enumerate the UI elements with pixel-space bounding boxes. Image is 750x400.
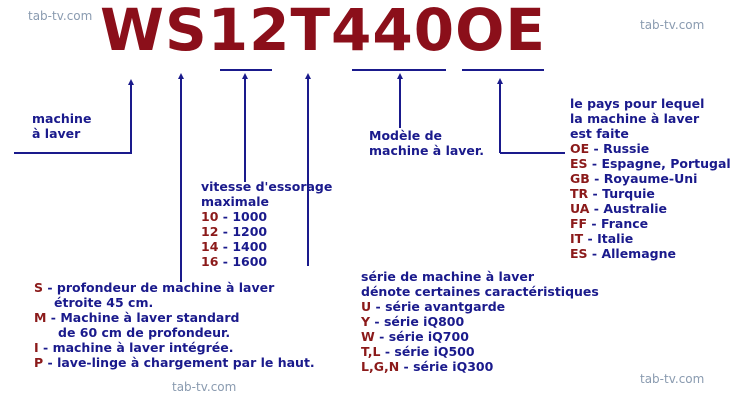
depth-item: I - machine à laver intégrée. (34, 340, 234, 355)
label-series: série de machine à laver dénote certaine… (361, 269, 599, 374)
watermark-top-right: tab-tv.com (640, 18, 705, 32)
speed-item: 14 - 1400 (201, 239, 268, 254)
country-item: FF - France (570, 216, 649, 231)
series-item: L,G,N - série iQ300 (361, 359, 494, 374)
watermark-bottom-right: tab-tv.com (640, 372, 705, 386)
depth-item: S - profondeur de machine à laver (34, 280, 275, 295)
country-item: ES - Espagne, Portugal (570, 156, 731, 171)
series-item: W - série iQ700 (361, 329, 469, 344)
label-speed: vitesse d'essorage maximale 10 - 1000 12… (201, 179, 333, 269)
country-item: ES - Allemagne (570, 246, 676, 261)
series-item: U - série avantgarde (361, 299, 506, 314)
depth-item: P - lave-linge à chargement par le haut. (34, 355, 315, 370)
series-item: T,L - série iQ500 (361, 344, 475, 359)
model-code: WS12T440OE (100, 0, 547, 64)
watermark-bottom-left: tab-tv.com (172, 380, 237, 394)
country-item: UA - Australie (570, 201, 667, 216)
country-item: OE - Russie (570, 141, 650, 156)
series-item: Y - série iQ800 (361, 314, 465, 329)
country-item: TR - Turquie (570, 186, 655, 201)
label-modele: Modèle de machine à laver. (369, 128, 485, 158)
country-item: IT - Italie (570, 231, 634, 246)
label-machine: machine à laver (32, 111, 92, 141)
depth-item: M - Machine à laver standard (34, 310, 240, 325)
country-item: GB - Royaume-Uni (570, 171, 698, 186)
arrow-machine (14, 79, 134, 154)
label-country: le pays pour lequel la machine à laver e… (570, 96, 731, 261)
speed-item: 12 - 1200 (201, 224, 268, 239)
speed-item: 10 - 1000 (201, 209, 268, 224)
label-depth: S - profondeur de machine à laver étroit… (34, 280, 315, 370)
speed-item: 16 - 1600 (201, 254, 268, 269)
watermark-top-left: tab-tv.com (28, 9, 93, 23)
